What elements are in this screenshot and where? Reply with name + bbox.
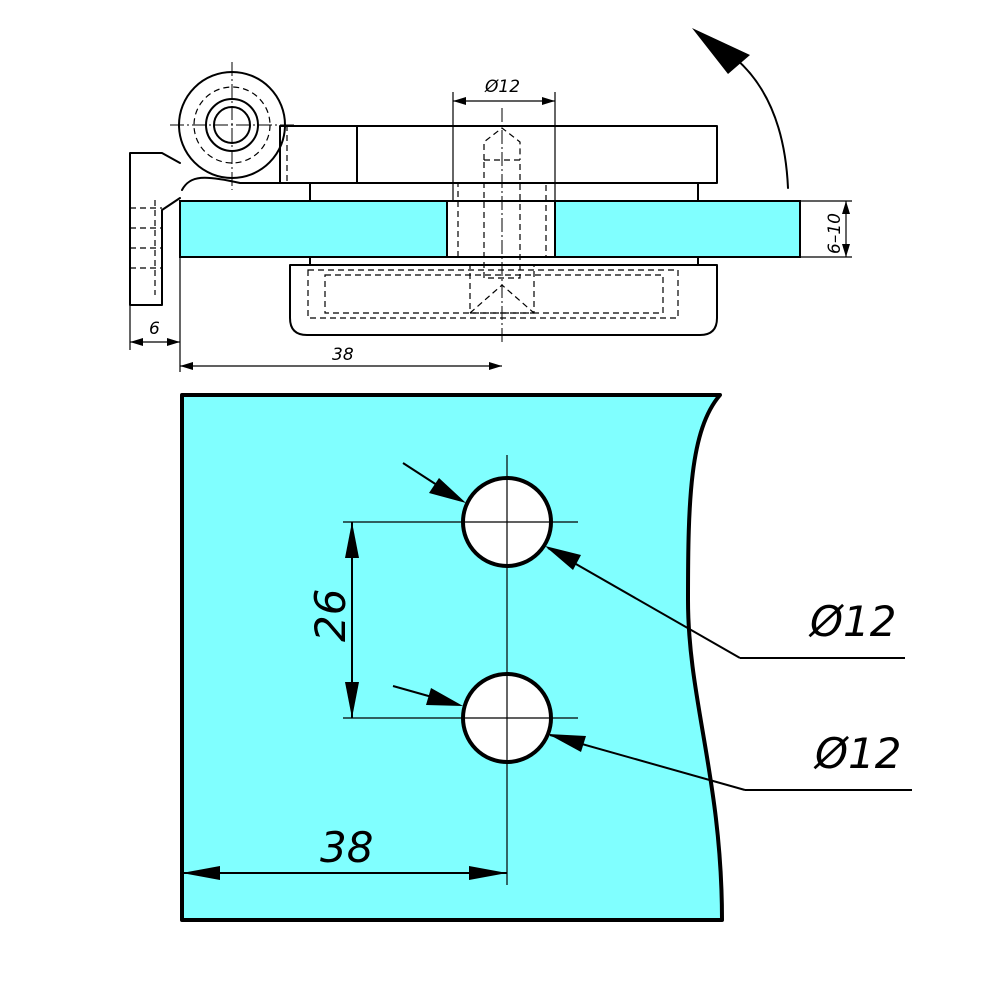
upper-hole-leader-head (545, 546, 581, 570)
dim-side-hole-offset-label: 38 (332, 345, 354, 365)
upper-hole-leader (547, 547, 741, 659)
lower-hole-diameter-label: Ø12 (813, 729, 902, 778)
dim-bolt-arrow-r (542, 97, 555, 105)
dim-thk-arrow-t (842, 201, 850, 214)
rotation-arrow-arc (734, 57, 789, 189)
dim-edge-arrow-r (167, 338, 180, 346)
dim-glass-thickness-label: 6–10 (825, 213, 845, 254)
lower-hole-pointer (392, 685, 433, 698)
side-view: Ø12 6–10 6 38 (129, 28, 852, 372)
lower-hole-pointer-head (426, 688, 463, 706)
dim-hole-spacing-label: 26 (306, 589, 355, 642)
bottom-gasket (309, 256, 699, 266)
bolt-bore (446, 200, 556, 258)
dim-spacing-arrow-b (345, 682, 359, 718)
dim-plan38-arrow-r (469, 866, 507, 880)
dim-edge-offset-label: 6 (149, 319, 160, 339)
dim-spacing-arrow-t (345, 522, 359, 558)
dim-bolt-arrow-l (453, 97, 466, 105)
bottom-plate-hidden (307, 269, 679, 319)
bottom-plate-hidden-2 (324, 274, 664, 314)
plan-view: 26 38 Ø12 Ø12 (180, 393, 912, 922)
glass-pane-plan (180, 393, 724, 922)
dim-side38-arrow-r (489, 362, 502, 370)
lower-hole-leader-head (548, 734, 586, 752)
upper-hole-pointer-head (429, 478, 466, 503)
upper-hole-pointer (402, 462, 441, 488)
bracket-arm (181, 176, 311, 191)
dim-side38-arrow-l (180, 362, 193, 370)
top-gasket (309, 182, 699, 202)
bolt-tip (483, 127, 521, 160)
bottom-plate (289, 264, 718, 336)
top-plate (279, 125, 718, 184)
dim-plan-hole-offset-label: 38 (320, 823, 373, 872)
dim-plan38-arrow-l (182, 866, 220, 880)
upper-hole-diameter-label: Ø12 (808, 597, 897, 646)
dim-edge-arrow-l (130, 338, 143, 346)
rotation-arrow-head (692, 28, 750, 74)
dim-bolt-diameter-label: Ø12 (484, 77, 520, 97)
bolt-shank (483, 159, 521, 279)
dim-thk-arrow-b (842, 244, 850, 257)
